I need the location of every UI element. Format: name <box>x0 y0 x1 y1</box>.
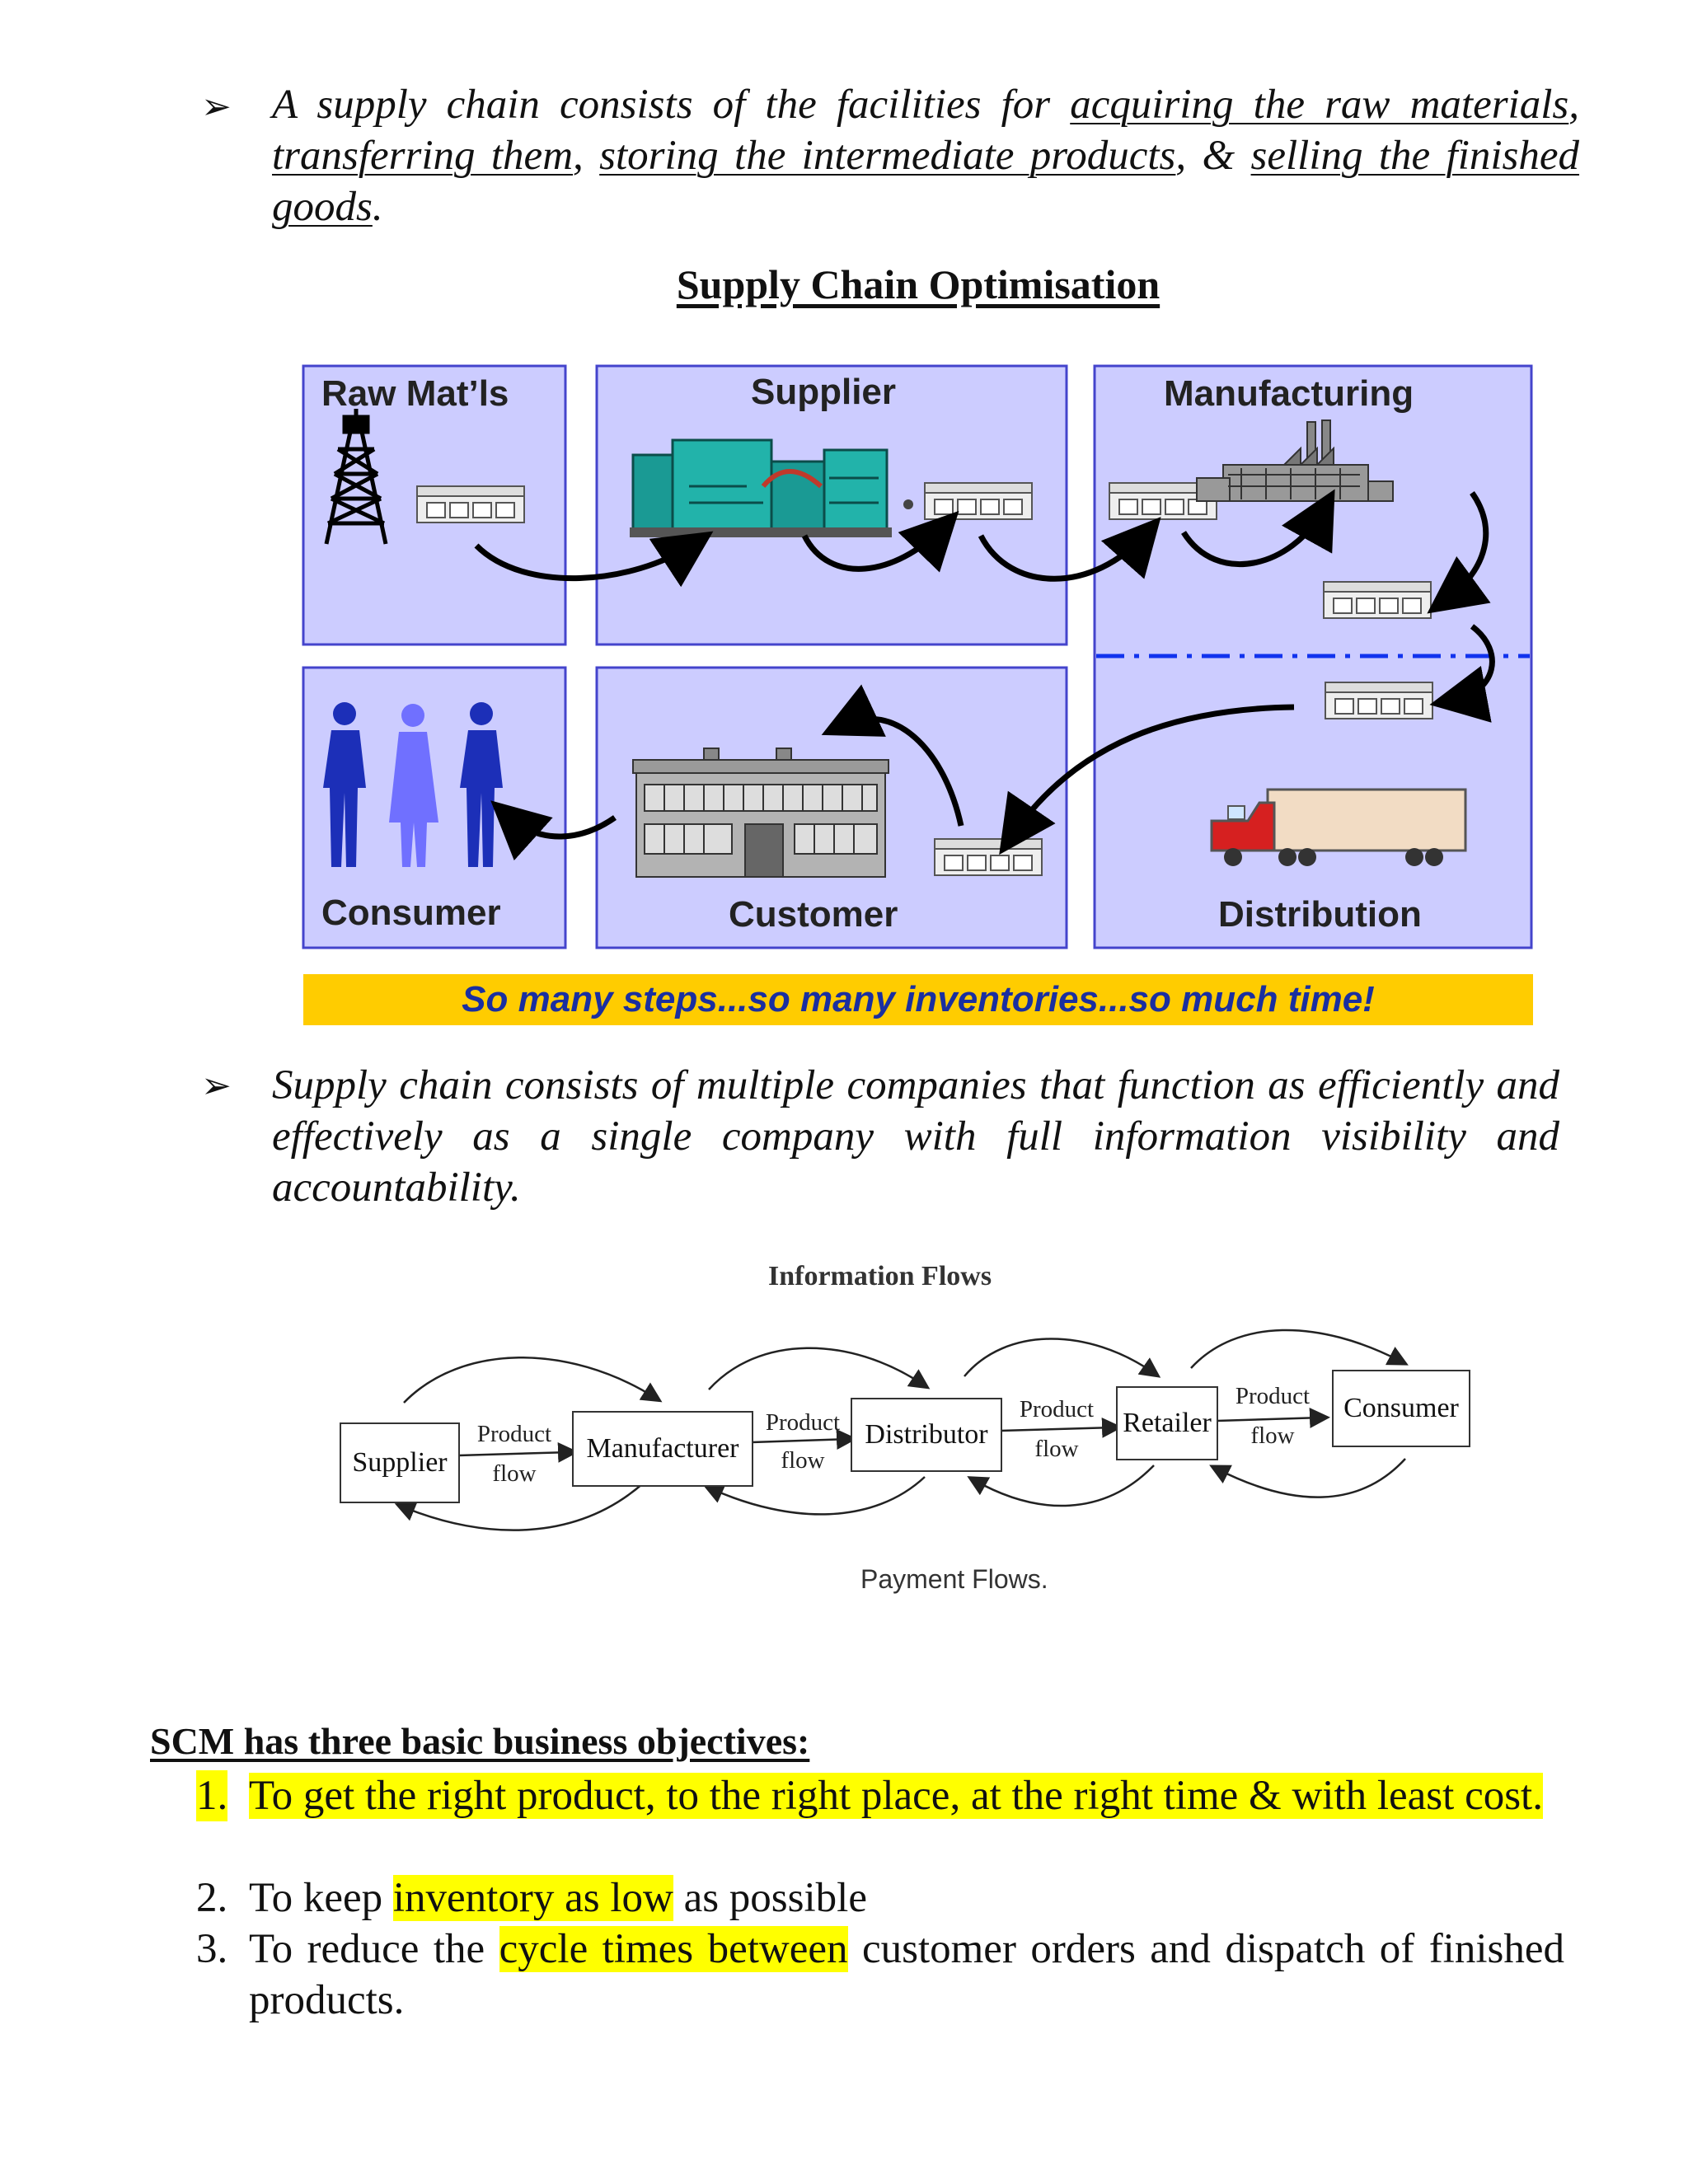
underlined-transferring: transferring them <box>272 133 574 179</box>
inventory-icon <box>1323 581 1432 619</box>
inventory-icon <box>416 485 525 523</box>
banner-text: So many steps...so many inventories...so… <box>462 979 1375 1019</box>
product-flow-label: Product <box>765 1409 841 1436</box>
underlined-raw-materials: acquiring the raw materials <box>1070 82 1569 128</box>
intro-paragraph: A supply chain consists of the facilitie… <box>272 82 1580 230</box>
label-consumer: Consumer <box>321 893 501 933</box>
second-paragraph: Supply chain consists of multiple compan… <box>272 1062 1559 1211</box>
inventory-icon <box>934 838 1043 876</box>
flows-diagram: Information Flows Supplier Manufacturer … <box>297 1244 1500 1607</box>
banner: So many steps...so many inventories...so… <box>303 974 1533 1025</box>
oil-derrick-icon <box>324 409 388 545</box>
node-manufacturer: Manufacturer <box>572 1411 753 1487</box>
info-flows-label: Information Flows <box>768 1261 992 1291</box>
figure-title: Supply Chain Optimisation <box>676 261 1160 307</box>
machinery-icon <box>630 438 913 537</box>
label-raw: Raw Mat’ls <box>321 373 509 414</box>
supply-chain-diagram: Raw Mat’ls Supplier Manufacturing Consum… <box>302 364 1533 949</box>
product-flow-label: flow <box>1034 1436 1079 1462</box>
label-distribution: Distribution <box>1218 894 1422 935</box>
building-icon <box>632 748 889 878</box>
product-flow-label: flow <box>781 1447 825 1474</box>
product-flow-label: flow <box>492 1460 537 1487</box>
underlined-storing: storing the intermediate products <box>599 133 1176 179</box>
payment-flows-label: Payment Flows. <box>860 1564 1048 1594</box>
node-retailer: Retailer <box>1116 1386 1218 1460</box>
objective-highlight: inventory as low <box>392 1875 673 1921</box>
inventory-icon <box>1325 682 1433 719</box>
flow-arcs <box>394 1329 1409 1531</box>
bullet-arrow-icon: ➢ <box>201 86 232 128</box>
consumers-icon <box>323 702 503 867</box>
product-flow-label: Product <box>1235 1383 1311 1409</box>
label-manufacturing: Manufacturing <box>1164 373 1414 414</box>
objective-text-highlight: To get the right product, to the right p… <box>249 1773 1543 1819</box>
label-supplier: Supplier <box>751 372 896 412</box>
objective-highlight: cycle times between <box>499 1926 848 1972</box>
product-flow-label: flow <box>1250 1422 1295 1449</box>
objective-number: 2. <box>196 1875 228 1921</box>
objectives-heading: SCM has three basic business objectives: <box>150 1720 810 1762</box>
node-distributor: Distributor <box>851 1398 1002 1472</box>
product-flow-label: Product <box>476 1421 552 1447</box>
label-customer: Customer <box>729 894 898 935</box>
node-consumer: Consumer <box>1332 1370 1470 1447</box>
objective-number: 1. <box>196 1770 228 1821</box>
truck-icon <box>1210 788 1467 866</box>
inventory-icon <box>924 482 1033 520</box>
objective-number: 3. <box>196 1926 228 1972</box>
flow-arrows <box>474 489 1495 861</box>
bullet-arrow-icon: ➢ <box>201 1065 232 1107</box>
node-supplier: Supplier <box>340 1422 460 1503</box>
underlined-selling: selling the finished goods <box>272 133 1580 230</box>
product-flow-label: Product <box>1019 1396 1095 1422</box>
